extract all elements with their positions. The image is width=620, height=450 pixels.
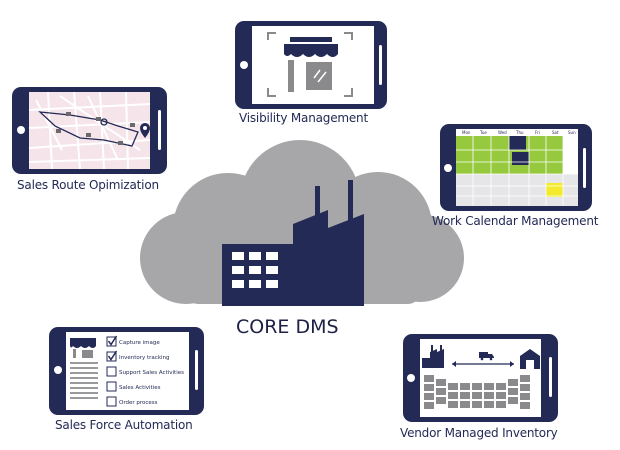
vendor-label: Vendor Managed Inventory xyxy=(400,426,558,440)
store-icon xyxy=(267,32,353,97)
work-calendar-label: Work Calendar Management xyxy=(432,214,599,228)
calendar-day-tue: Tue xyxy=(479,130,487,135)
core-dms-title: CORE DMS xyxy=(236,316,339,338)
factory-windows xyxy=(232,252,278,288)
checklist-item-label: Inventory tracking xyxy=(119,355,170,361)
warehouse-door xyxy=(526,360,534,369)
checkmark-icon xyxy=(107,335,118,346)
document-lines xyxy=(70,362,98,399)
checkbox[interactable] xyxy=(106,366,117,377)
warehouse-icon xyxy=(520,349,540,369)
checkbox[interactable] xyxy=(106,351,117,362)
checklist-item-label: Order process xyxy=(119,400,158,406)
calendar-day-sat: Sat xyxy=(552,130,559,135)
checklist-item-label: Sales Activities xyxy=(119,385,161,391)
route-stops xyxy=(56,112,135,145)
calendar-day-mon: Mon xyxy=(462,130,471,135)
route-path xyxy=(38,111,139,147)
calendar-grid xyxy=(456,136,578,206)
transfer-arrow xyxy=(452,361,514,367)
visibility-label: Visibility Management xyxy=(239,111,368,125)
calendar-day-headers: Mon Tue Wed Thu Fri Sat Sun xyxy=(462,130,576,135)
checklist-item-label: Capture image xyxy=(119,340,160,346)
checkmark-icon xyxy=(107,350,118,361)
sales-route-label: Sales Route Opimization xyxy=(17,178,159,192)
checkbox[interactable] xyxy=(106,381,117,392)
calendar-day-thu: Thu xyxy=(515,130,524,135)
calendar-day-fri: Fri xyxy=(535,130,540,135)
checklist-item-label: Support Sales Activities xyxy=(119,370,184,376)
checkbox[interactable] xyxy=(106,336,117,347)
truck-icon xyxy=(479,352,494,361)
inventory-boxes xyxy=(424,375,530,409)
map-pin-icon xyxy=(140,123,150,138)
mini-store-icon xyxy=(70,338,96,358)
calendar-day-wed: Wed xyxy=(498,130,507,135)
checkbox[interactable] xyxy=(106,396,117,407)
sales-force-label: Sales Force Automation xyxy=(55,418,193,432)
mini-factory-icon xyxy=(422,345,444,368)
calendar-day-sun: Sun xyxy=(568,130,576,135)
route-map xyxy=(28,91,151,170)
